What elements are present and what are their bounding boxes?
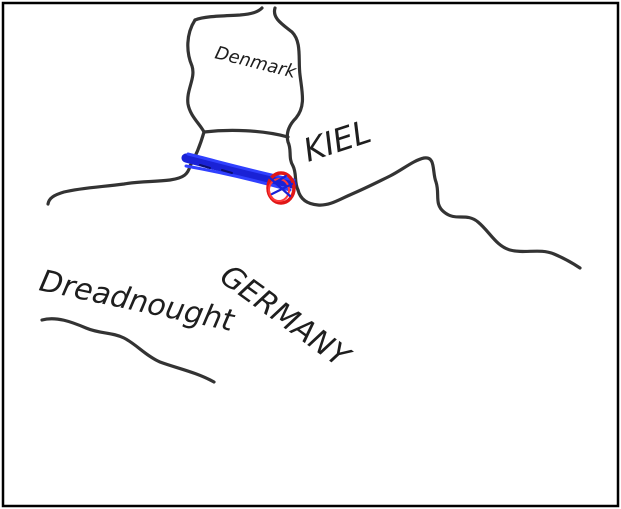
baltic-coast [296, 156, 582, 270]
dreadnought-hull [40, 317, 216, 384]
label-denmark: Denmark [213, 42, 300, 83]
circle-marker-icon [266, 171, 296, 205]
denmark-outline [193, 6, 305, 192]
label-kiel: KIEL [299, 112, 376, 169]
denmark-border [202, 128, 290, 139]
north-sea-coast [46, 164, 192, 206]
denmark-west-coast [186, 18, 206, 168]
label-dreadnought: Dreadnought [36, 264, 238, 340]
label-germany: GERMANY [213, 258, 357, 376]
